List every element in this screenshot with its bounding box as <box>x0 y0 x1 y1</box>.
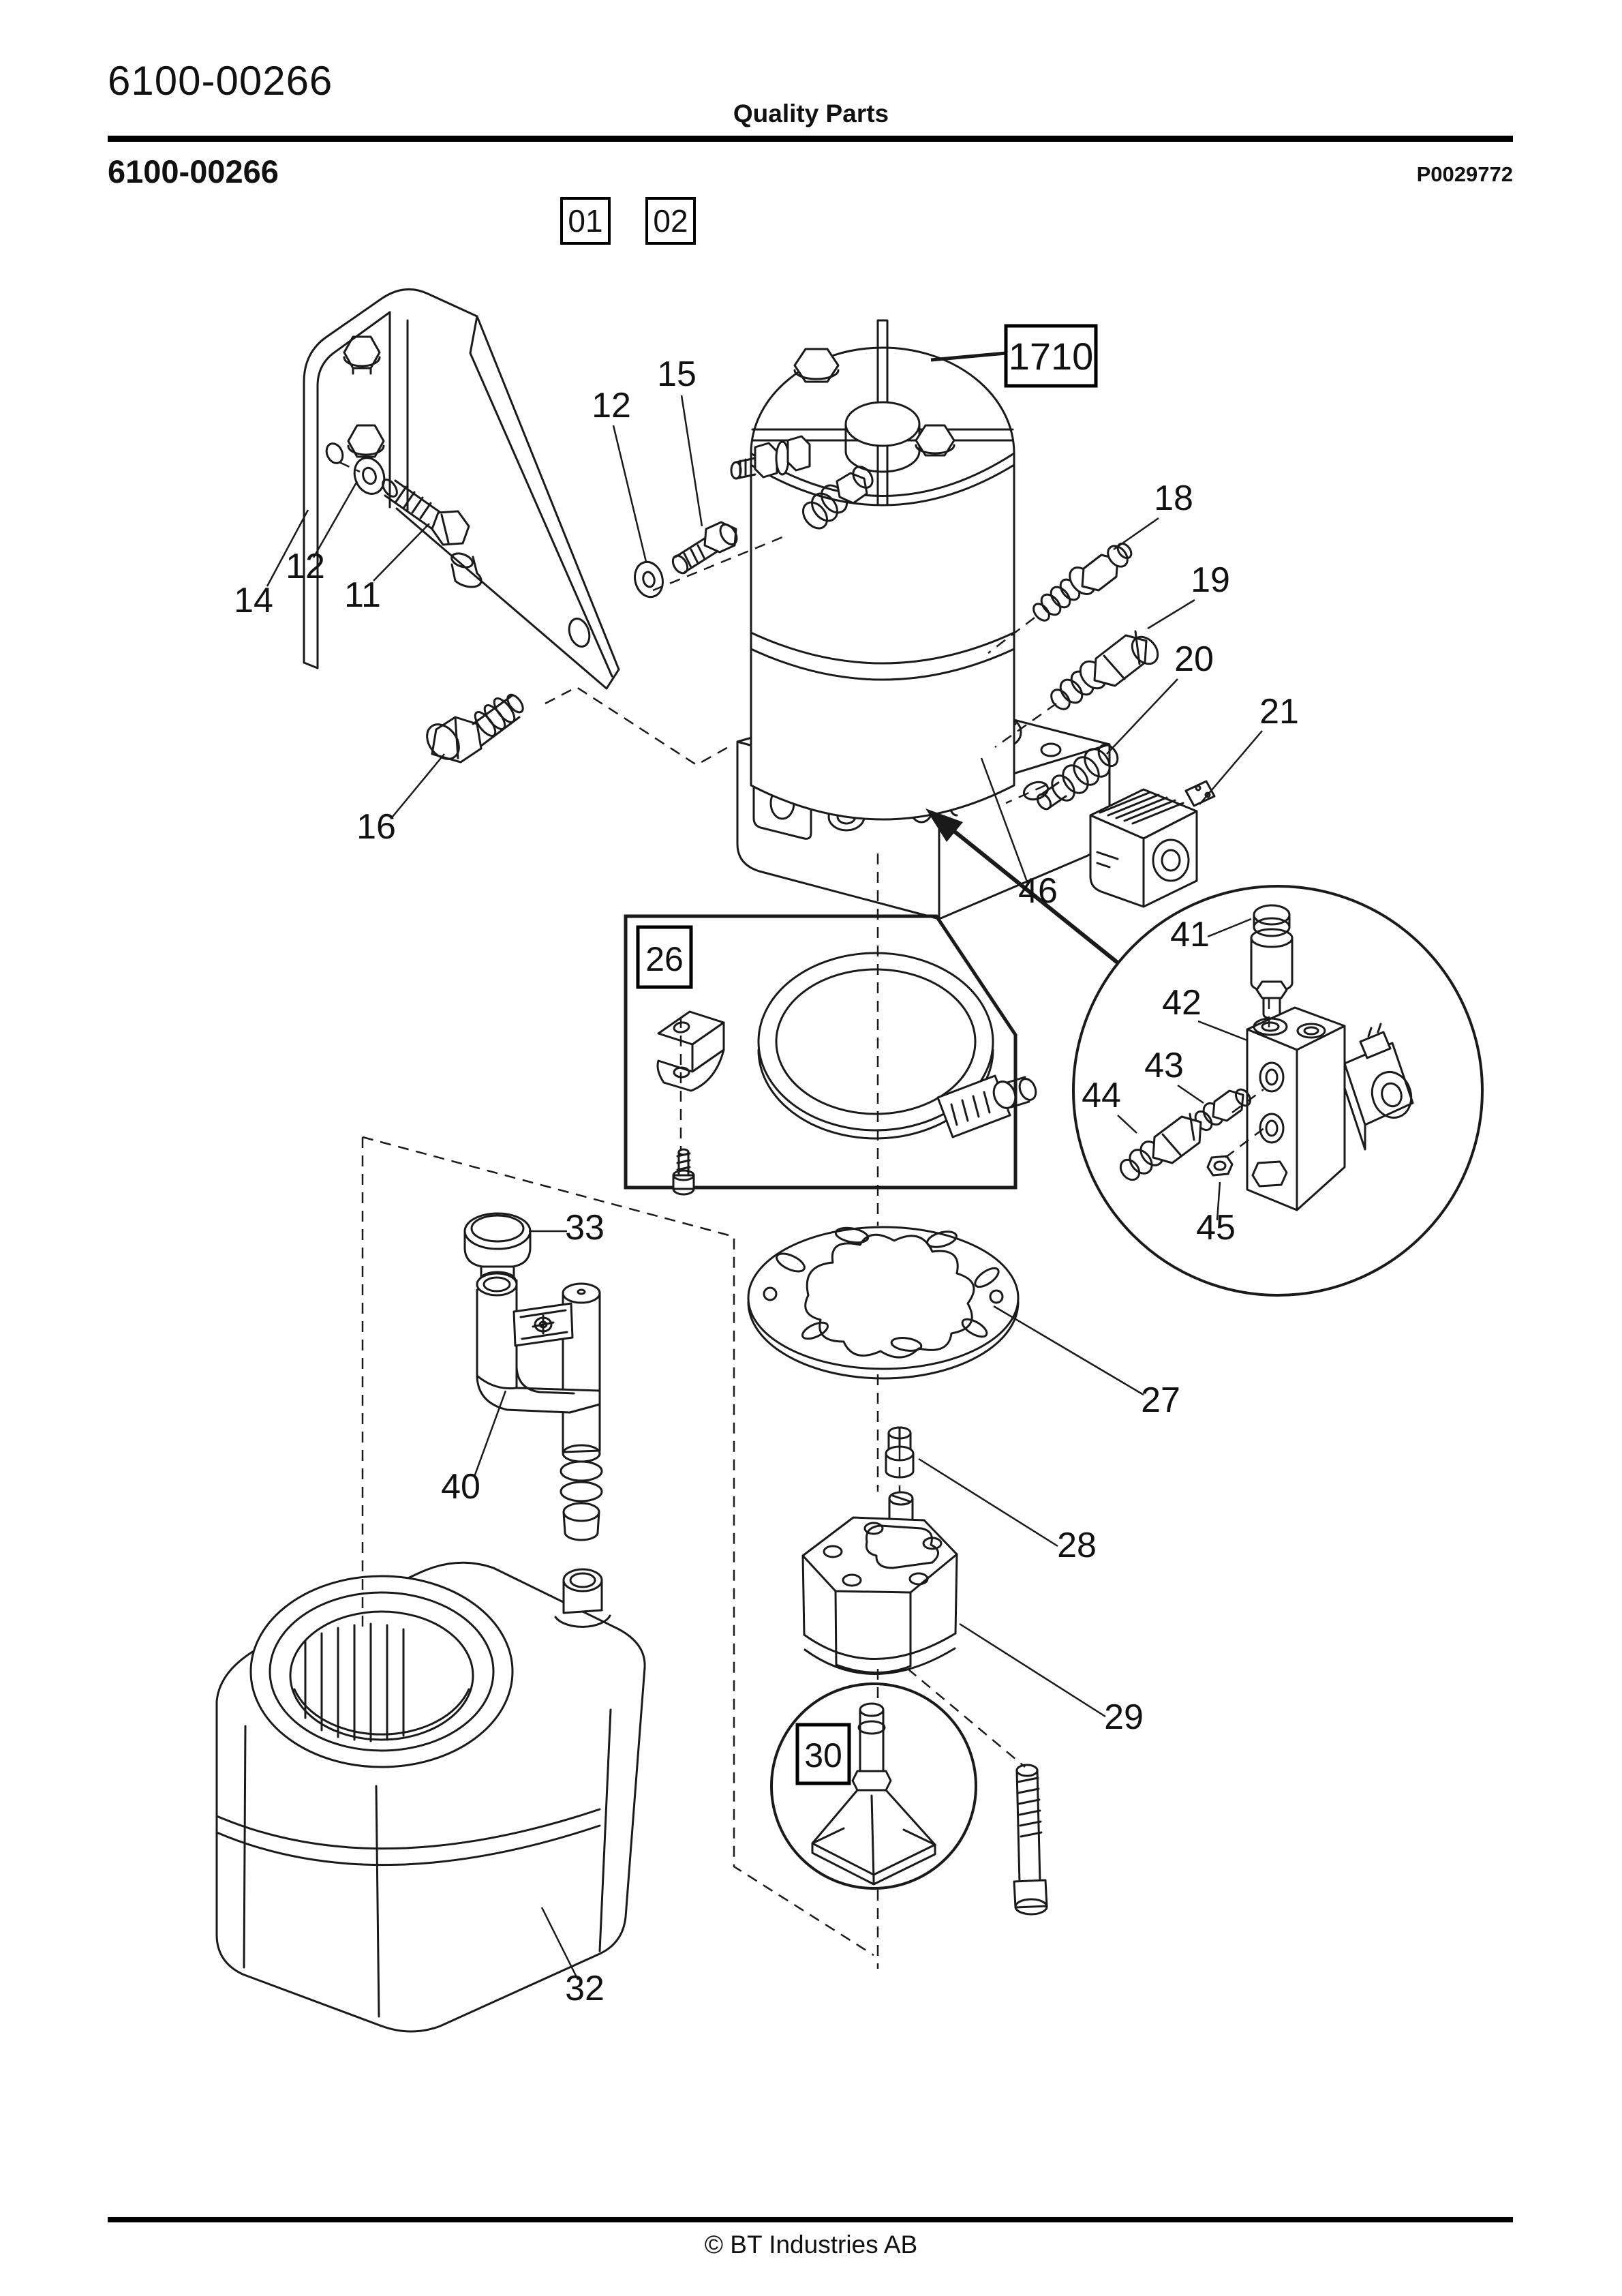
detail-circle <box>1072 885 1484 1297</box>
gear-pump-29 <box>801 1491 958 1675</box>
callout-28: 28 <box>1057 1526 1097 1565</box>
bolt-15 <box>671 521 738 575</box>
callout-16: 16 <box>356 807 396 847</box>
document-number: 6100-00266 <box>108 58 333 104</box>
callout-12-right: 12 <box>592 386 631 425</box>
page-title: Quality Parts <box>733 100 889 127</box>
inset-panel-26: 26 <box>624 914 1037 1196</box>
gasket-27 <box>747 1226 1020 1380</box>
terminal-studs <box>730 435 811 480</box>
callout-14: 14 <box>234 581 273 620</box>
callout-29: 29 <box>1104 1697 1144 1737</box>
pointer-arrow <box>925 809 1120 965</box>
inset-circle-30: 30 <box>770 1682 977 1890</box>
callout-12-left: 12 <box>286 547 325 586</box>
clamp-bracket <box>656 1010 725 1092</box>
section-number: 6100-00266 <box>108 153 279 190</box>
washer-12-left <box>353 457 386 495</box>
assembly-ref-label[interactable]: 1710 <box>1009 335 1094 378</box>
inset-ref-26-label[interactable]: 26 <box>645 940 684 978</box>
callout-20: 20 <box>1174 639 1214 679</box>
bolt-11 <box>382 479 470 546</box>
callout-33: 33 <box>565 1208 605 1248</box>
callout-42: 42 <box>1162 983 1202 1023</box>
inset-ref-26[interactable]: 26 <box>636 925 693 989</box>
callout-44: 44 <box>1082 1076 1121 1115</box>
fitting-19 <box>1050 630 1159 710</box>
fitting-18 <box>1032 542 1133 622</box>
callout-46: 46 <box>1018 871 1058 911</box>
front-stud <box>801 466 874 530</box>
hose-clamp-band <box>757 952 1037 1140</box>
callout-41: 41 <box>1170 915 1210 954</box>
oil-tank-32 <box>215 1561 646 2033</box>
washer-12-right <box>634 560 664 599</box>
figure-ref-01[interactable]: 01 <box>560 197 611 245</box>
cap-screw <box>1013 1764 1048 1916</box>
callout-45: 45 <box>1196 1208 1236 1248</box>
fitting-44 <box>1119 1113 1202 1181</box>
callout-labels: 14 12 11 12 15 16 18 19 20 21 46 41 42 4… <box>234 354 1299 2008</box>
leader-lines <box>266 395 1263 1980</box>
nut-45 <box>1206 1155 1234 1177</box>
mounting-bracket <box>303 288 620 690</box>
suction-tube-40 <box>476 1272 603 1541</box>
solenoid-valve-21 <box>1089 780 1216 908</box>
construction-lines <box>339 461 1270 1969</box>
inset-ref-30[interactable]: 30 <box>795 1723 851 1785</box>
callout-27: 27 <box>1141 1380 1180 1420</box>
callout-43: 43 <box>1144 1046 1184 1085</box>
callout-32: 32 <box>565 1969 605 2008</box>
cartridge-valve-41 <box>1250 904 1294 1020</box>
fitting-20 <box>1036 743 1119 811</box>
drawing-reference-code: P0029772 <box>1416 162 1513 186</box>
callout-21: 21 <box>1259 692 1299 731</box>
callout-11: 11 <box>344 575 381 615</box>
assembly-ref-1710[interactable]: 1710 <box>930 324 1098 388</box>
callout-18: 18 <box>1154 479 1193 518</box>
callout-15: 15 <box>657 354 697 394</box>
copyright-notice: © BT Industries AB <box>704 2231 918 2259</box>
callout-40: 40 <box>441 1467 480 1507</box>
valve-block-42 <box>1246 1006 1414 1211</box>
clamp-screw <box>672 1148 695 1196</box>
callout-19: 19 <box>1191 560 1230 600</box>
plug-16 <box>426 693 524 764</box>
figure-ref-02[interactable]: 02 <box>645 197 696 245</box>
header-rule <box>108 136 1513 142</box>
footer-rule <box>108 2217 1513 2222</box>
fitting-43 <box>1194 1088 1251 1132</box>
inset-ref-30-label[interactable]: 30 <box>804 1736 842 1774</box>
suction-filter <box>811 1702 936 1886</box>
motor-unit-1710 <box>730 319 1015 821</box>
